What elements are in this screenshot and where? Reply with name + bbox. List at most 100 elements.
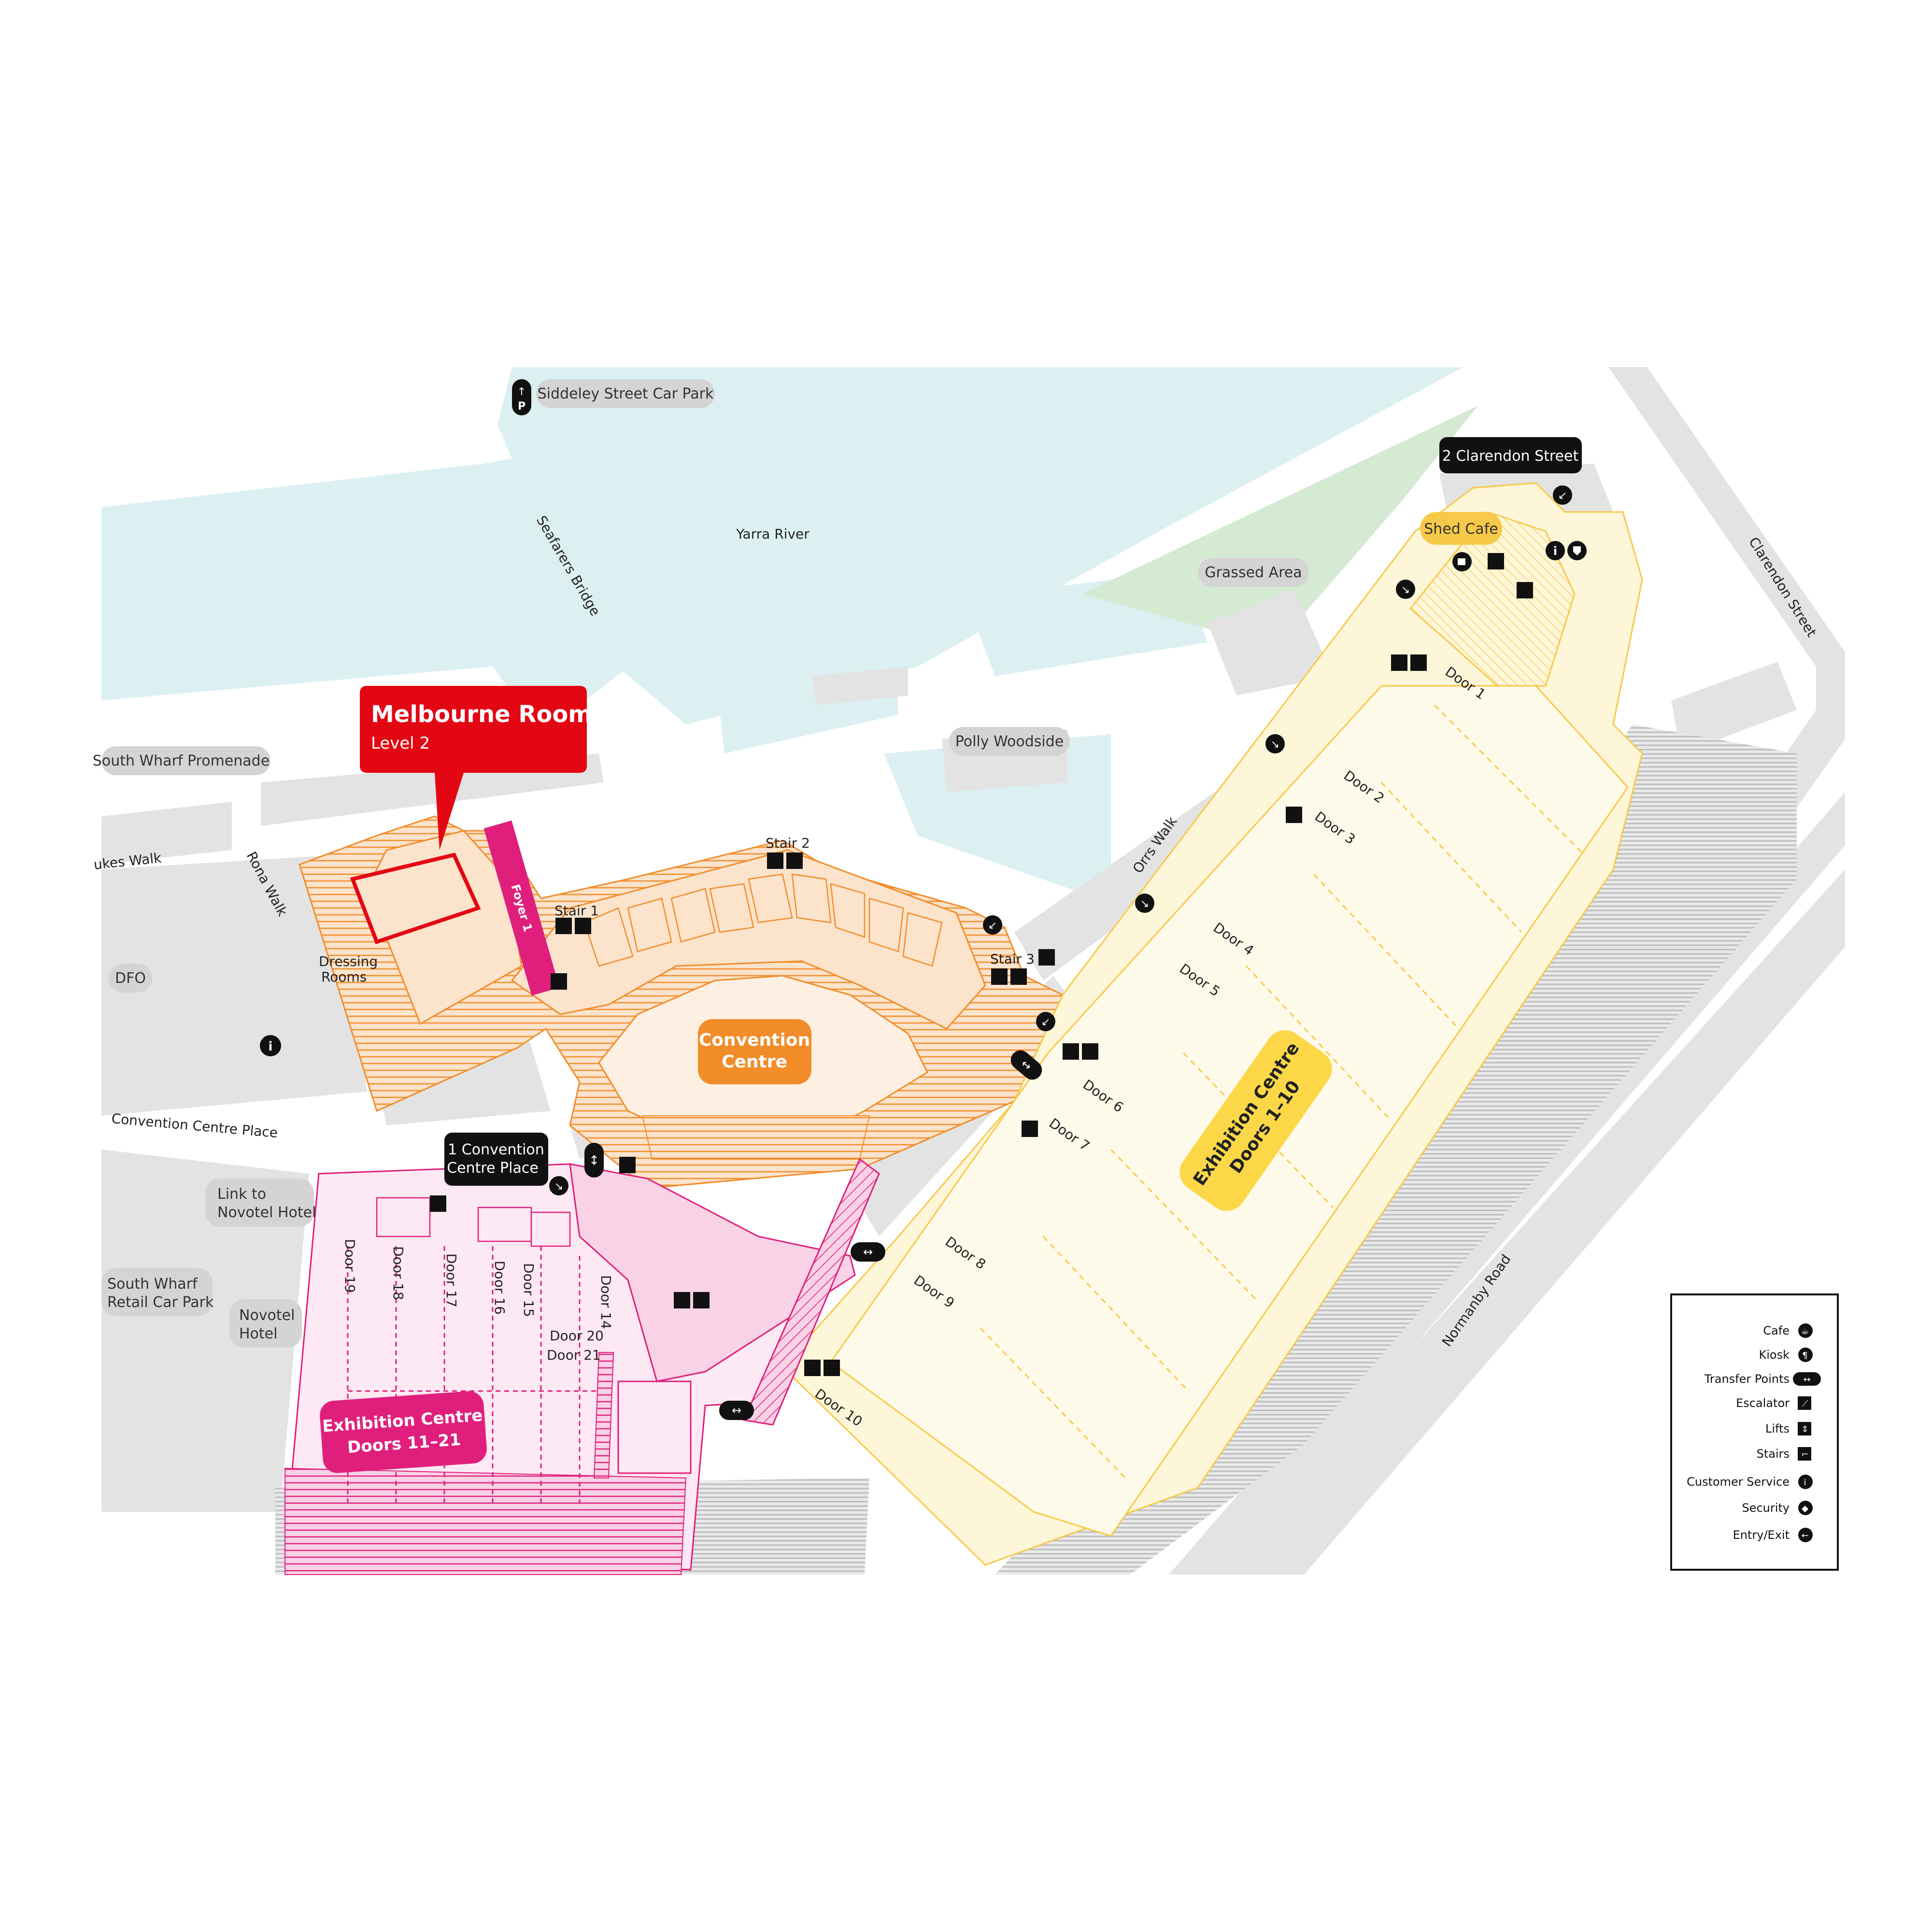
south-wharf-promenade-label: South Wharf Promenade [93, 746, 270, 775]
callout-title: Melbourne Room 1 [371, 701, 616, 728]
dock-water-left [715, 628, 898, 753]
cafe-icon [1452, 552, 1472, 571]
stairs-icon [1410, 654, 1427, 671]
svg-text:Retail Car Park: Retail Car Park [107, 1294, 214, 1311]
escalator-icon [767, 852, 783, 869]
svg-text:Siddeley Street Car Park: Siddeley Street Car Park [538, 385, 714, 402]
exhibition-centre-doors-11-21-badge[interactable]: Exhibition Centre Doors 11–21 [319, 1390, 488, 1474]
dfo-label: DFO [109, 964, 152, 993]
stair-3-label: Stair 3 [990, 951, 1035, 967]
legend-item-lift: Lifts ⇕ [1765, 1422, 1811, 1435]
svg-text:☕: ☕ [1801, 1326, 1809, 1336]
legend-label: Security [1742, 1501, 1790, 1515]
legend-item-entry-exit: Entry/Exit ← [1733, 1528, 1813, 1542]
entry-exit-icon: ↙ [1553, 485, 1572, 505]
exhibition-pink-foyer [569, 1163, 856, 1382]
svg-text:Novotel Hotel: Novotel Hotel [217, 1204, 316, 1221]
convention-centre-area [298, 815, 1064, 1189]
grassed-area-label: Grassed Area [1198, 558, 1309, 587]
legend-item-escalator: Escalator⟋ [1736, 1396, 1811, 1410]
convention-foyer-fill [511, 849, 986, 1030]
room-labels: Dressing Rooms Stair 1 Stair 2 Stair 3 [319, 835, 1035, 985]
svg-text:Link to: Link to [217, 1186, 266, 1203]
siddeley-street-car-park-label: Siddeley Street Car Park [536, 379, 715, 408]
door-18-label: Door 18 [390, 1246, 406, 1300]
stairs-icon [693, 1292, 710, 1308]
melbourne-room-1-highlight[interactable] [350, 852, 481, 945]
escalator-icon: ⟋ [1798, 1396, 1811, 1410]
transfer-icon: ↔ [851, 1242, 885, 1262]
foyer-1: Foyer 1 [483, 820, 560, 996]
stairs-icon [1517, 582, 1533, 598]
door-15-label: Door 15 [521, 1263, 537, 1317]
svg-text:◆: ◆ [1802, 1504, 1808, 1514]
legend-label: Stairs [1757, 1447, 1790, 1461]
svg-text:i: i [269, 1039, 273, 1054]
melbourne-room-1-callout[interactable]: Melbourne Room 1 Level 2 [360, 686, 616, 850]
transfer-icon: ↔ [719, 1401, 754, 1420]
stairs-icon [1286, 807, 1302, 823]
security-icon [1567, 541, 1587, 560]
link-to-novotel-label: Link to Novotel Hotel [205, 1179, 316, 1227]
info-icon: i [1798, 1475, 1813, 1489]
svg-text:↘: ↘ [554, 1180, 563, 1193]
entry-exit-icon: ↙ [983, 915, 1002, 935]
svg-text:↕: ↕ [589, 1153, 599, 1168]
legend-item-kiosk: Kiosk ¶ [1759, 1348, 1813, 1362]
svg-text:Convention: Convention [699, 1030, 810, 1050]
door-19-label: Door 19 [342, 1239, 358, 1293]
svg-text:↘: ↘ [1140, 898, 1149, 910]
svg-text:⇕: ⇕ [1801, 1424, 1808, 1435]
exhibition-centre-pink [284, 1158, 880, 1575]
svg-text:Centre Place: Centre Place [447, 1160, 539, 1177]
svg-text:←: ← [1801, 1531, 1808, 1541]
svg-text:Shed Cafe: Shed Cafe [1424, 521, 1498, 538]
escalator-icon [991, 968, 1008, 985]
dressing-rooms-label-1: Dressing [319, 953, 378, 969]
info-icon-dfo: i [260, 1035, 281, 1056]
grassed-area [1082, 406, 1478, 647]
legend-label: Cafe [1763, 1324, 1790, 1337]
exhibition-pink-hatch-bottom [284, 1467, 687, 1575]
lift-icon [619, 1157, 636, 1173]
svg-text:Polly Woodside: Polly Woodside [955, 733, 1064, 750]
map-icons: ↙ ↘ ↘ ↘ ↙ ↙ ↘ ↔ ↕ ↔ ↔ [430, 485, 1587, 1420]
entry-exit-icon: ↘ [1396, 580, 1415, 599]
stairs-icon [824, 1360, 840, 1376]
parking-icon: ↑ P [512, 379, 531, 415]
entry-exit-icon: ↘ [1265, 734, 1285, 753]
cafe-icon: ☕ [1798, 1323, 1813, 1338]
callout-subtitle: Level 2 [371, 734, 430, 753]
stairs-icon [786, 852, 803, 869]
stair-2-label: Stair 2 [766, 835, 810, 851]
svg-text:Hotel: Hotel [239, 1325, 277, 1342]
door-20-label: Door 20 [550, 1328, 604, 1344]
place-labels: Siddeley Street Car Park ↑ P Yarra River… [93, 379, 1820, 1350]
svg-text:↙: ↙ [1041, 1016, 1050, 1028]
stair-1-label: Stair 1 [554, 903, 599, 919]
legend-item-cafe: Cafe ☕ [1763, 1323, 1813, 1338]
svg-text:¶: ¶ [1802, 1350, 1807, 1361]
svg-text:P: P [518, 400, 526, 412]
transfer-icon: ↔ [1010, 1050, 1042, 1080]
door-16-label: Door 16 [492, 1261, 508, 1315]
entry-exit-icon: ↙ [1036, 1012, 1055, 1031]
south-wharf-retail-car-park-label: South Wharf Retail Car Park [101, 1268, 214, 1316]
novotel-hotel-label: Novotel Hotel [229, 1299, 302, 1348]
svg-text:South Wharf: South Wharf [107, 1276, 198, 1293]
svg-text:↔: ↔ [732, 1404, 741, 1417]
info-icon: i [1546, 541, 1565, 560]
legend-label: Entry/Exit [1733, 1528, 1790, 1542]
lift-icon [1488, 553, 1504, 569]
svg-text:South Wharf Promenade: South Wharf Promenade [93, 753, 270, 769]
legend-item-transfer: Transfer Points↔ [1704, 1372, 1821, 1386]
legend-label: Lifts [1765, 1422, 1790, 1435]
legend-label: Kiosk [1759, 1348, 1790, 1362]
stairs-icon [575, 918, 591, 934]
lift-icon [804, 1360, 821, 1376]
lift-icon [1038, 949, 1055, 966]
door-21-label: Door 21 [547, 1347, 601, 1363]
convention-centre-badge[interactable]: Convention Centre [698, 1019, 811, 1084]
lift-icon: ⇕ [1798, 1422, 1811, 1435]
transfer-icon: ↕ [584, 1143, 604, 1178]
